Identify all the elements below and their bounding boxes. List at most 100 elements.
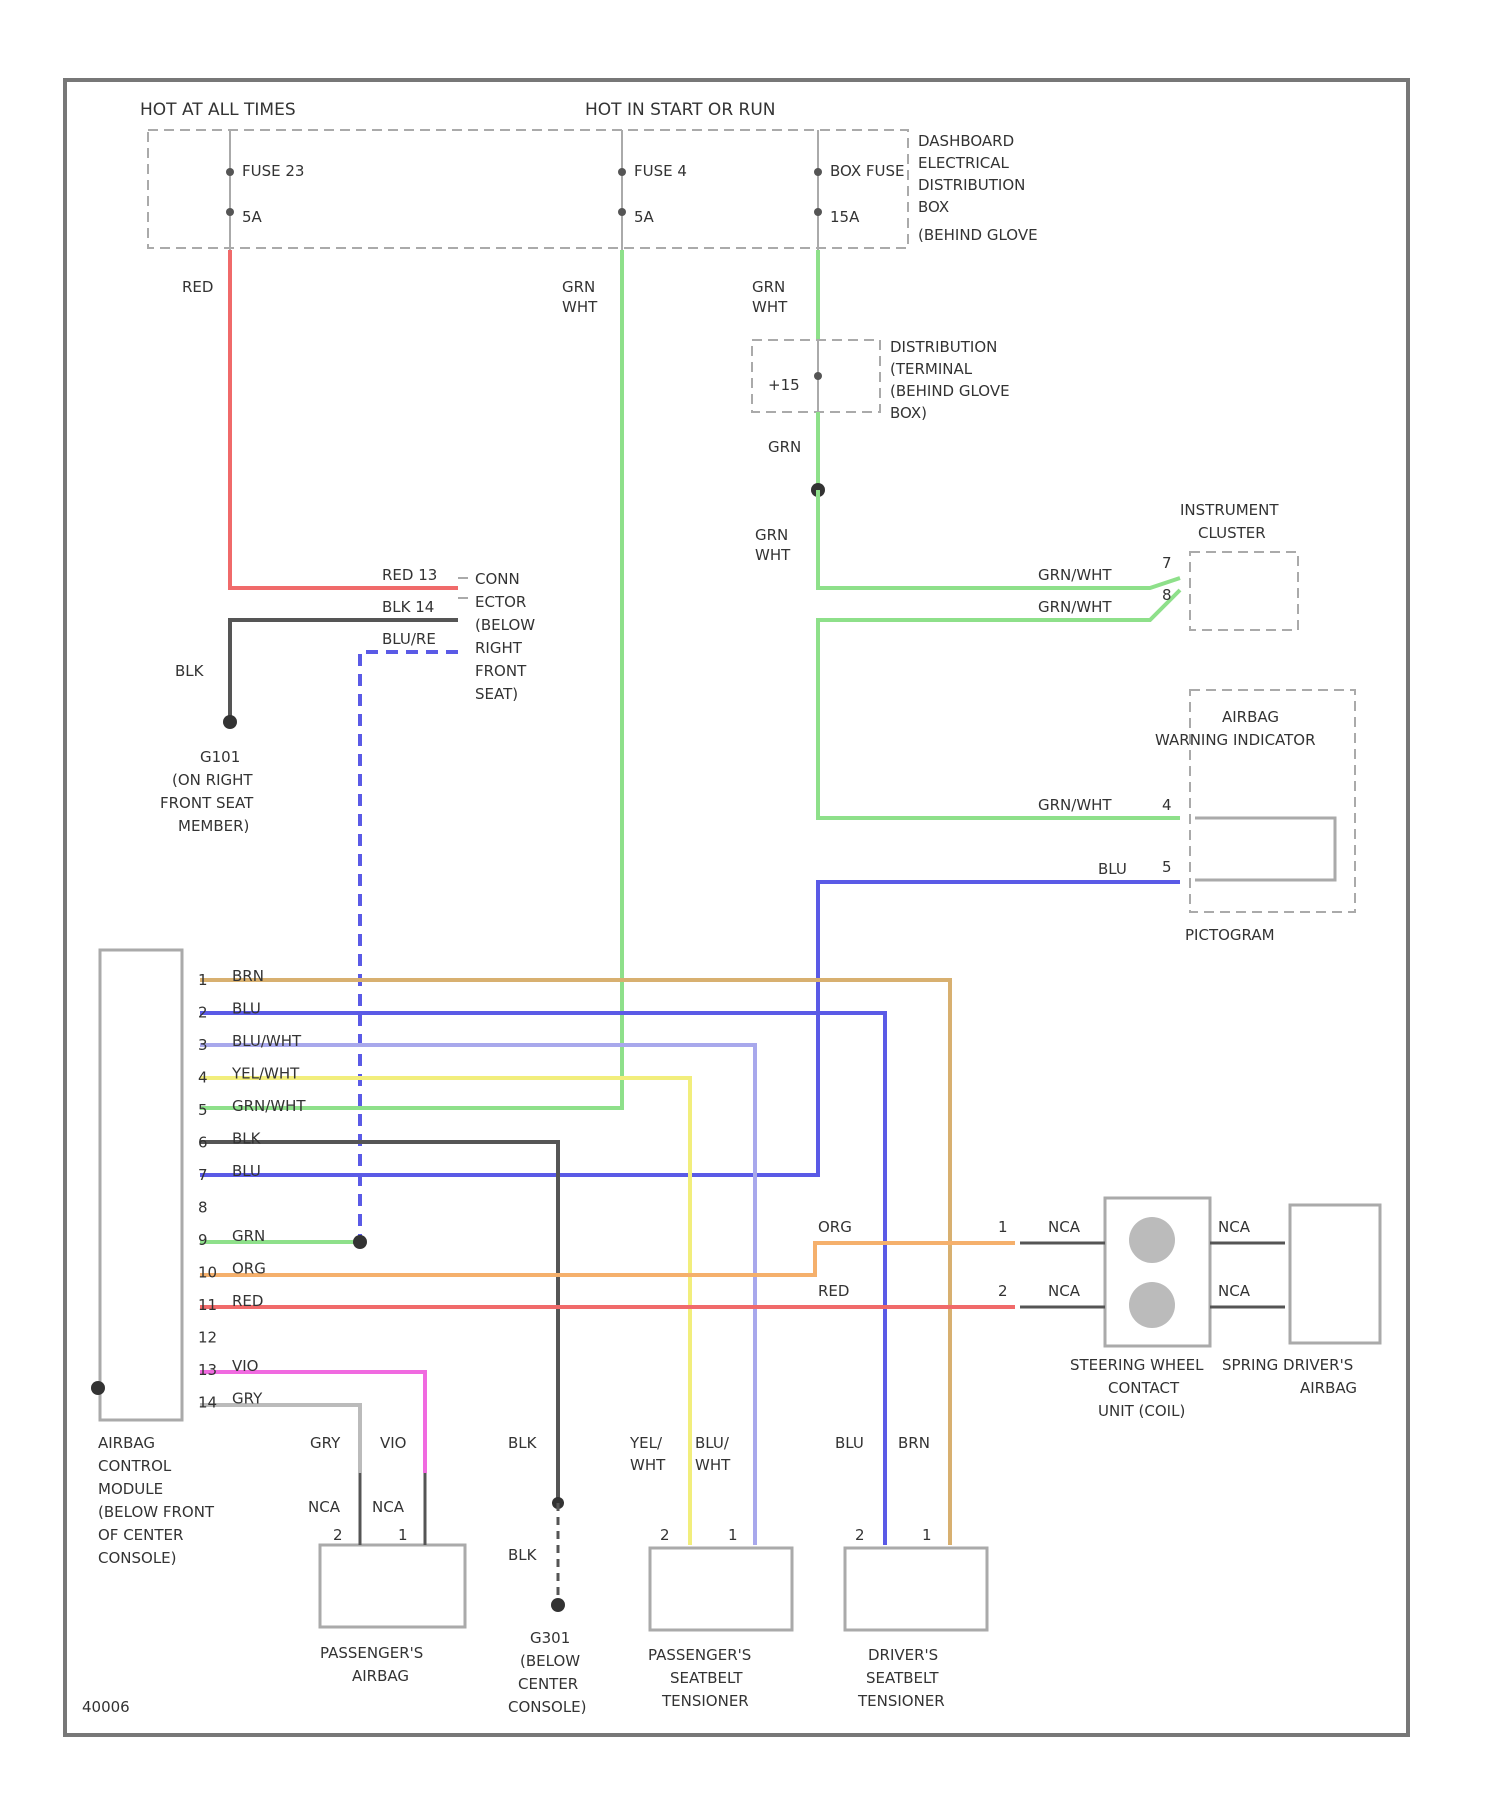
drv-tensioner-pin-1: 1 <box>922 1526 932 1544</box>
distribution-label-3: (BEHIND GLOVE <box>890 382 1010 400</box>
fuse-box-label-4: BOX <box>918 198 949 216</box>
module-pin-number: 4 <box>198 1069 208 1087</box>
module-pin-wire-label: BLU <box>232 1000 261 1018</box>
passenger-airbag-pin-1: 1 <box>398 1526 408 1544</box>
distribution-label-2: (TERMINAL <box>890 360 973 378</box>
pass-tensioner-label-2: SEATBELT <box>670 1669 743 1687</box>
diagram-frame <box>65 80 1408 1735</box>
drivers-airbag-label-2: AIRBAG <box>1300 1379 1357 1397</box>
module-pin-number: 10 <box>198 1264 217 1282</box>
distribution-label-4: BOX) <box>890 404 927 422</box>
distribution-terminal: +15 DISTRIBUTION (TERMINAL (BEHIND GLOVE… <box>752 338 1010 422</box>
ground-g301: BLK BLK G301 (BELOW CENTER CONSOLE) <box>508 1434 587 1716</box>
connector-label-6: SEAT) <box>475 685 518 703</box>
splice-dot-pin9 <box>353 1235 367 1249</box>
pass-tensioner-wire-2b: WHT <box>695 1456 731 1474</box>
box-fuse-label: BOX FUSE <box>830 162 905 180</box>
steering-contact-unit: 1 2 NCA NCA NCA NCA STEERING WHEEL CONTA… <box>998 1198 1285 1420</box>
grn-wht-label-splice-2: WHT <box>755 546 791 564</box>
connector-label-5: FRONT <box>475 662 527 680</box>
steering-pin-1: 1 <box>998 1218 1008 1236</box>
passengers-airbag: GRY VIO NCA NCA 2 1 PASSENGER'S AIRBAG <box>308 1434 465 1685</box>
passenger-airbag-wire-vio: VIO <box>380 1434 407 1452</box>
grn-wire-label: GRN <box>768 438 801 456</box>
module-pin-wire-label: YEL/WHT <box>231 1065 300 1083</box>
fuse-23-label: FUSE 23 <box>242 162 304 180</box>
red-wire-fuse23 <box>230 250 458 588</box>
module-pin-wire-label: BLK <box>232 1130 262 1148</box>
passenger-airbag-label-1: PASSENGER'S <box>320 1644 423 1662</box>
module-label-6: CONSOLE) <box>98 1549 177 1567</box>
grn-wht-label-fuse4-1: GRN <box>562 278 595 296</box>
grn-wht-label-a: GRN/WHT <box>1038 566 1112 584</box>
fuse-box: FUSE 23 5A FUSE 4 5A BOX FUSE 15A DASHBO… <box>148 130 1038 250</box>
grn-wht-label-splice-1: GRN <box>755 526 788 544</box>
blu-red-dashed-wire <box>360 652 458 1242</box>
module-pin-wire-label: BLU/WHT <box>232 1032 302 1050</box>
module-pin-number: 12 <box>198 1329 217 1347</box>
org-wire-label: ORG <box>818 1218 852 1236</box>
pass-tensioner-label-1: PASSENGER'S <box>648 1646 751 1664</box>
pass-tensioner-wire-1a: YEL/ <box>629 1434 663 1452</box>
warning-indicator-pin-4: 4 <box>1162 796 1172 814</box>
red-wire-label-steering: RED <box>818 1282 849 1300</box>
blu-wht-wire-pin3 <box>200 1045 755 1545</box>
g301-wire-blk-1: BLK <box>508 1434 538 1452</box>
module-pin-wire-label: BRN <box>232 967 264 985</box>
module-pin-number: 2 <box>198 1004 208 1022</box>
g101-label-4: MEMBER) <box>178 817 249 835</box>
pass-tensioner-wire-1b: WHT <box>630 1456 666 1474</box>
g301-label-4: CONSOLE) <box>508 1698 587 1716</box>
cluster-pin-7: 7 <box>1162 554 1172 572</box>
grn-wht-label-fuse4-2: WHT <box>562 298 598 316</box>
blk-wire-label-g101: BLK <box>175 662 205 680</box>
connector-pin-blure: BLU/RE <box>382 630 436 648</box>
pictogram-label: PICTOGRAM <box>1185 926 1275 944</box>
module-label-4: (BELOW FRONT <box>98 1503 215 1521</box>
pass-tensioner-label-3: TENSIONER <box>661 1692 749 1710</box>
steering-coil-label-3: UNIT (COIL) <box>1098 1402 1185 1420</box>
nca-label-4: NCA <box>1218 1282 1251 1300</box>
ground-g301-dot <box>551 1598 565 1612</box>
airbag-warning-indicator: AIRBAG WARNING INDICATOR 4 5 PICTOGRAM <box>1155 690 1355 944</box>
fuse-23-rating: 5A <box>242 208 263 226</box>
airbag-control-module: AIRBAG CONTROL MODULE (BELOW FRONT OF CE… <box>91 950 215 1567</box>
g301-label-1: G301 <box>530 1629 570 1647</box>
fuse-box-label-1: DASHBOARD <box>918 132 1014 150</box>
hot-at-all-times-label: HOT AT ALL TIMES <box>140 100 296 120</box>
connector-label-1: CONN <box>475 570 520 588</box>
connector-label-4: RIGHT <box>475 639 523 657</box>
instrument-cluster-label-2: CLUSTER <box>1198 524 1266 542</box>
module-ground-dot <box>91 1381 105 1395</box>
nca-label-3: NCA <box>1218 1218 1251 1236</box>
module-label-2: CONTROL <box>98 1457 172 1475</box>
fuse-box-label-3: DISTRIBUTION <box>918 176 1025 194</box>
module-pin-wire-label: VIO <box>232 1357 259 1375</box>
module-pin-number: 1 <box>198 971 208 989</box>
g101-label-3: FRONT SEAT <box>160 794 254 812</box>
passenger-airbag-wire-gry: GRY <box>310 1434 341 1452</box>
figure-id: 40006 <box>82 1698 130 1716</box>
steering-coil-label-1: STEERING WHEEL <box>1070 1356 1204 1374</box>
drivers-airbag-label-1: SPRING DRIVER'S <box>1222 1356 1353 1374</box>
module-pin-number: 9 <box>198 1231 208 1249</box>
blu-wire-label: BLU <box>1098 860 1127 878</box>
fuse-box-label-5: (BEHIND GLOVE <box>918 226 1038 244</box>
steering-coil-label-2: CONTACT <box>1108 1379 1180 1397</box>
g301-label-3: CENTER <box>518 1675 578 1693</box>
connector-label-3: (BELOW <box>475 616 535 634</box>
instrument-cluster: INSTRUMENT CLUSTER 7 8 <box>1162 501 1298 630</box>
fuse-4-rating: 5A <box>634 208 655 226</box>
connector-pin-blk14: BLK 14 <box>382 598 434 616</box>
module-pin-number: 13 <box>198 1361 217 1379</box>
module-label-1: AIRBAG <box>98 1434 155 1452</box>
drv-tensioner-label-3: TENSIONER <box>857 1692 945 1710</box>
module-pin-number: 3 <box>198 1036 208 1054</box>
grn-wht-label-b: GRN/WHT <box>1038 598 1112 616</box>
grn-wht-wire-cluster-7 <box>818 490 1180 588</box>
module-pin-number: 6 <box>198 1134 208 1152</box>
fuse-4-label: FUSE 4 <box>634 162 687 180</box>
steering-pin-2: 2 <box>998 1282 1008 1300</box>
